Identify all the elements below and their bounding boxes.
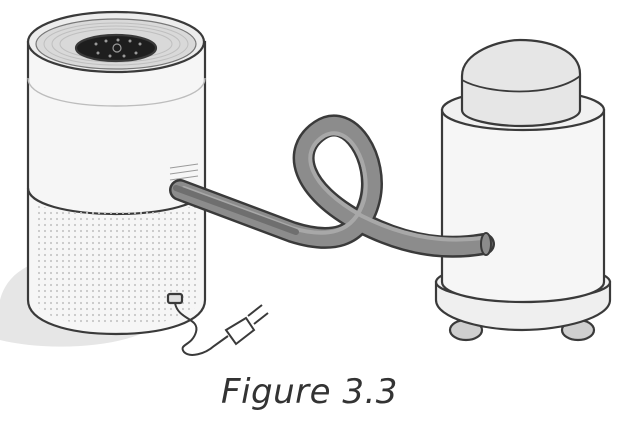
wet-dry-vacuum-icon xyxy=(434,38,612,342)
vacuum-hose-icon xyxy=(169,114,495,258)
power-plug-icon xyxy=(174,302,269,356)
figure-illustration xyxy=(0,10,612,356)
control-panel xyxy=(74,33,158,63)
figure-caption: Figure 3.3 xyxy=(221,372,398,412)
air-purifier-icon xyxy=(26,10,207,336)
